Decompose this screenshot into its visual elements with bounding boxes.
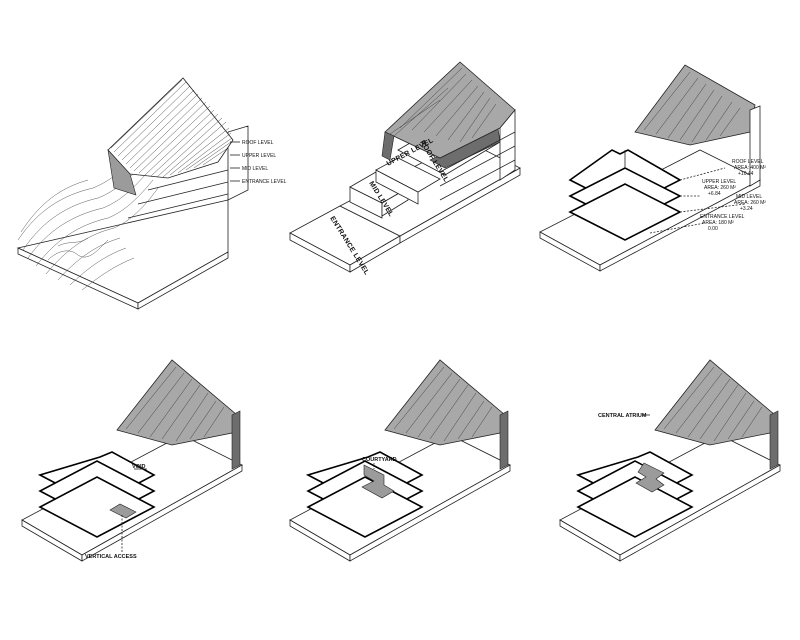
courtyard-shade	[361, 464, 395, 499]
roof-hatch	[116, 359, 238, 446]
entrance-level-area: AREA: 180 M²	[702, 220, 734, 226]
mid-plate	[306, 476, 424, 538]
void-label: VOID	[132, 464, 145, 470]
label-entrance-level: ENTRANCE LEVEL	[242, 179, 287, 185]
roof-hatch	[654, 359, 776, 446]
mid-level-elevation: +3.24	[740, 206, 753, 212]
panel-3-floor-areas: ROOF LEVEL AREA: 400 M² +10.44 UPPER LEV…	[539, 64, 766, 272]
entrance-level-elevation: 0.00	[708, 226, 718, 232]
roof-level-area: AREA: 400 M²	[734, 165, 766, 171]
courtyard-label: COURTYARD	[362, 457, 397, 463]
entrance-level-name: ENTRANCE LEVEL	[700, 214, 745, 220]
roof-hatch	[384, 359, 506, 446]
panel-4-void: VOID VERTICAL ACCESS	[21, 359, 243, 562]
central-atrium-label: CENTRAL ATRIUM	[598, 413, 647, 419]
mid-level-name: MID LEVEL	[736, 194, 762, 200]
label-upper-level: UPPER LEVEL	[242, 153, 276, 159]
mid-plate	[576, 476, 694, 538]
upper-level-elevation: +6.84	[708, 191, 721, 197]
panel-6-central-atrium: CENTRAL ATRIUM	[559, 359, 781, 562]
roof-level-name: ROOF LEVEL	[732, 159, 764, 165]
void-shaft	[109, 503, 137, 519]
vertical-access-label: VERTICAL ACCESS	[85, 554, 137, 560]
roof-hatch-mass	[107, 77, 234, 196]
panel-2-stepped-levels: ENTRANCE LEVEL MID LEVEL UPPER LEVEL ROO…	[289, 61, 521, 277]
mid-level-area: AREA: 260 M²	[734, 200, 766, 206]
mid-plate	[38, 476, 156, 538]
panel-5-courtyard: COURTYARD	[289, 359, 511, 562]
label-mid-level: MID LEVEL	[242, 166, 268, 172]
upper-level-area: AREA: 260 M²	[704, 185, 736, 191]
roof-hatch	[634, 64, 756, 146]
area-labels: ROOF LEVEL AREA: 400 M² +10.44 UPPER LEV…	[700, 159, 766, 232]
upper-level-name: UPPER LEVEL	[702, 179, 736, 185]
label-roof-level: ROOF LEVEL	[242, 140, 274, 146]
panel-1-site-terrain: ROOF LEVEL UPPER LEVEL MID LEVEL ENTRANC…	[16, 77, 287, 310]
roof-level-elevation: +10.44	[738, 171, 754, 177]
level-labels: ROOF LEVEL UPPER LEVEL MID LEVEL ENTRANC…	[230, 140, 287, 185]
atrium-shade	[635, 462, 665, 493]
